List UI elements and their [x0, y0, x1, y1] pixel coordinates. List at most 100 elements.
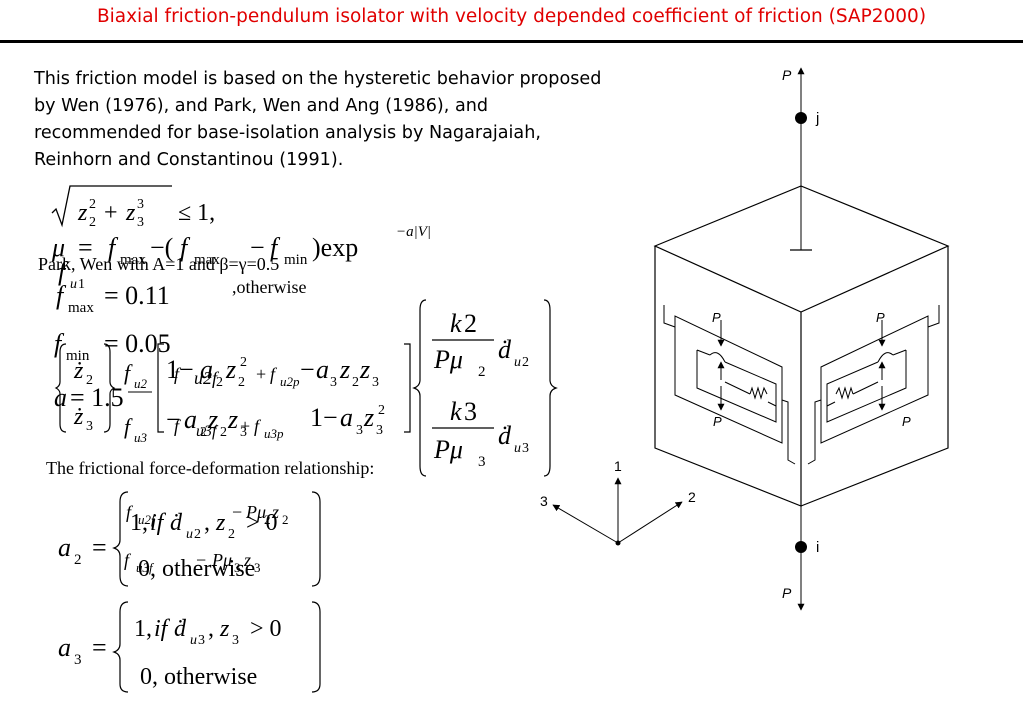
svg-text:z: z — [243, 550, 251, 570]
svg-text:u: u — [70, 277, 77, 292]
svg-text:z: z — [359, 355, 370, 384]
svg-text:μ: μ — [51, 233, 65, 262]
svg-text:2: 2 — [264, 512, 271, 527]
f-max-value: = 0.11 — [104, 281, 170, 310]
svg-text:u3f: u3f — [136, 560, 155, 575]
svg-text:Pμ: Pμ — [245, 502, 266, 522]
svg-text:2: 2 — [522, 355, 529, 370]
svg-text:f: f — [174, 364, 182, 384]
svg-text:f: f — [58, 257, 69, 286]
svg-text:z: z — [125, 200, 136, 226]
svg-text:3: 3 — [330, 375, 337, 390]
svg-text:3: 3 — [86, 419, 93, 434]
svg-text:3: 3 — [240, 425, 247, 440]
svg-text:u: u — [190, 633, 197, 648]
formula-area: z 22 + z 33 ≤ 1, μ = f max −( f max − f … — [38, 185, 558, 693]
axis-2-label: 2 — [688, 489, 696, 505]
svg-text:ḋ: ḋ — [170, 510, 183, 536]
node-j-label: j — [815, 110, 819, 127]
node-i-label: i — [816, 539, 819, 556]
svg-text:−: − — [166, 405, 181, 434]
svg-text:+: + — [256, 364, 266, 384]
svg-text:Pμ: Pμ — [433, 345, 463, 374]
isolator-diagram: P j P P P P — [540, 67, 950, 611]
svg-text:z: z — [207, 405, 218, 434]
svg-text:> 0: > 0 — [250, 616, 282, 642]
svg-text:f: f — [180, 233, 191, 262]
svg-text:ḋ: ḋ — [498, 421, 512, 450]
svg-text:f: f — [56, 281, 67, 310]
right-face-mechanism — [807, 305, 940, 465]
svg-text:max: max — [120, 252, 146, 268]
svg-text:3: 3 — [232, 633, 239, 648]
left-face-mechanism — [663, 305, 796, 465]
p-left-bottom-label: P — [713, 414, 722, 429]
svg-text:1,: 1, — [130, 510, 148, 536]
svg-text:3: 3 — [372, 375, 379, 390]
svg-text:2: 2 — [216, 375, 223, 390]
svg-text:2: 2 — [86, 373, 93, 388]
svg-text:−: − — [232, 502, 242, 522]
svg-text:ż: ż — [73, 404, 84, 430]
svg-text:u2p: u2p — [280, 374, 300, 389]
slide-title: Biaxial friction-pendulum isolator with … — [96, 6, 927, 27]
svg-text:min: min — [284, 252, 308, 268]
svg-text:2: 2 — [220, 425, 227, 440]
svg-text:k: k — [450, 397, 462, 426]
friction-coefficient-equation: μ = f max −( f max − f min )exp −a|V| f … — [51, 224, 431, 292]
svg-text:3: 3 — [137, 215, 144, 230]
svg-text:k: k — [450, 309, 462, 338]
svg-text:,: , — [208, 616, 214, 642]
svg-text:z: z — [219, 616, 230, 642]
svg-text:f: f — [174, 416, 182, 436]
svg-text:2: 2 — [378, 403, 385, 418]
svg-text:−a|V|: −a|V| — [396, 224, 431, 240]
local-axes — [552, 477, 683, 544]
constraint-equation: z 22 + z 33 ≤ 1, — [51, 185, 215, 230]
svg-text:2: 2 — [89, 197, 96, 212]
f-min-equation: f min = 0.05 — [54, 329, 171, 364]
title-divider — [0, 40, 1023, 43]
svg-text:−: − — [300, 355, 315, 384]
svg-text:3: 3 — [74, 652, 82, 668]
a3-otherwise: 0, otherwise — [140, 664, 257, 690]
svg-text:z: z — [271, 502, 279, 522]
svg-text:3: 3 — [254, 560, 261, 575]
svg-text:2: 2 — [478, 364, 486, 380]
svg-text:2: 2 — [240, 355, 247, 370]
svg-text:u3: u3 — [134, 430, 148, 445]
matrix-equation: ż 2 ż 3 f u2 f u3 1− a 2 z 2 2 f u2f + f… — [54, 299, 558, 477]
svg-text:ḋ: ḋ — [498, 335, 512, 364]
svg-text:u: u — [186, 527, 193, 542]
svg-text:f: f — [124, 414, 133, 439]
svg-text:u: u — [514, 355, 521, 370]
svg-text:f: f — [270, 364, 278, 384]
svg-text:+: + — [240, 416, 250, 436]
svg-text:−(: −( — [150, 233, 173, 262]
svg-text:−: − — [196, 550, 206, 570]
f-max-equation: f max = 0.11 — [56, 281, 170, 316]
svg-text:3: 3 — [198, 633, 205, 648]
svg-text:−: − — [250, 233, 265, 262]
svg-text:3: 3 — [522, 441, 529, 456]
p-left-top-label: P — [712, 310, 721, 325]
svg-text:1,: 1, — [134, 616, 152, 642]
axis-1-label: 1 — [614, 458, 622, 474]
svg-text:a: a — [58, 633, 71, 662]
a2-otherwise: 0, otherwise — [138, 556, 255, 582]
svg-text:f: f — [54, 329, 65, 358]
svg-text:z: z — [227, 405, 238, 434]
svg-text:Pμ: Pμ — [211, 550, 232, 570]
svg-text:u3f: u3f — [196, 423, 219, 440]
svg-text:z: z — [339, 355, 350, 384]
svg-text:)exp: )exp — [312, 233, 358, 262]
svg-text:z: z — [363, 403, 374, 432]
svg-text:f: f — [126, 502, 134, 522]
svg-text:2: 2 — [352, 375, 359, 390]
svg-text:1−: 1− — [166, 355, 194, 384]
p-bottom-label: P — [782, 585, 792, 601]
svg-text:=: = — [92, 633, 107, 662]
svg-text:> 0: > 0 — [246, 510, 278, 536]
node-i — [795, 541, 807, 553]
